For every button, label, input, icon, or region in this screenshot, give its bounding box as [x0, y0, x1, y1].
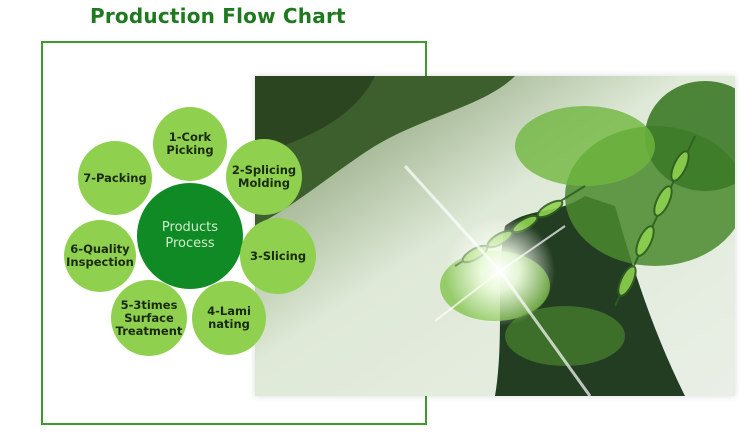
step-7-label: 7-Packing: [83, 172, 146, 185]
step-4-circle: 4-Lami nating: [192, 281, 266, 355]
step-2-label: 2-Splicing Molding: [232, 164, 296, 190]
forest-photo: [255, 76, 735, 396]
step-4-label: 4-Lami nating: [207, 305, 251, 331]
step-1-circle: 1-Cork Picking: [153, 107, 227, 181]
step-1-label: 1-Cork Picking: [166, 131, 213, 157]
step-3-circle: 3-Slicing: [240, 218, 316, 294]
step-2-circle: 2-Splicing Molding: [226, 139, 302, 215]
step-6-circle: 6-Quality Inspection: [64, 220, 136, 292]
center-process-circle: Products Process: [137, 183, 243, 289]
chart-title: Production Flow Chart: [90, 4, 346, 28]
step-6-label: 6-Quality Inspection: [66, 243, 134, 269]
center-process-label: Products Process: [162, 220, 218, 252]
step-5-circle: 5-3times Surface Treatment: [111, 280, 187, 356]
step-5-label: 5-3times Surface Treatment: [116, 299, 183, 338]
step-7-circle: 7-Packing: [78, 141, 152, 215]
step-3-label: 3-Slicing: [250, 250, 306, 263]
